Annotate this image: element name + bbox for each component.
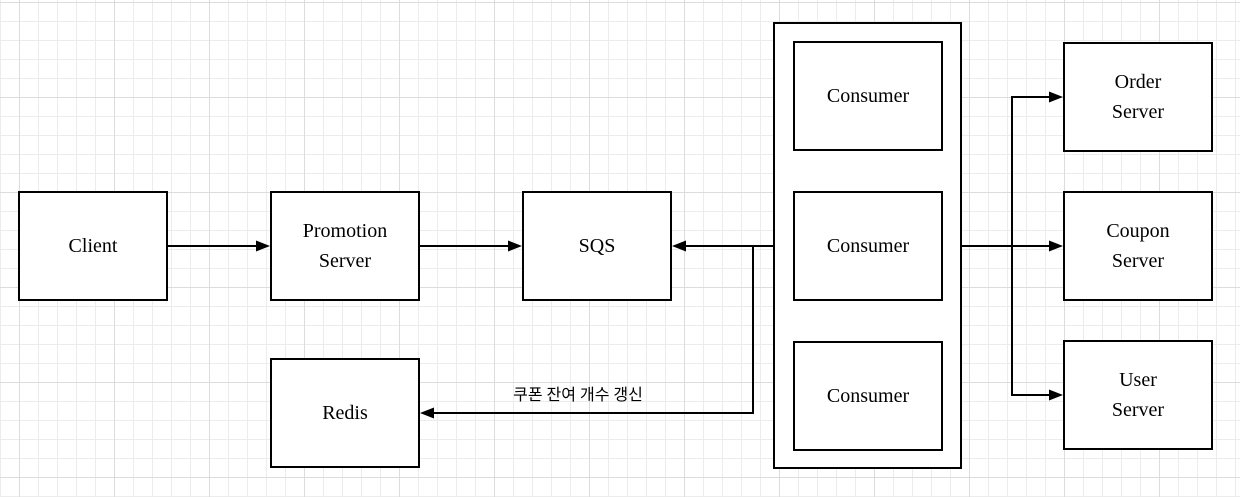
- node-client[interactable]: Client: [18, 191, 168, 301]
- node-consumer-1[interactable]: Consumer: [793, 41, 943, 151]
- node-consumer-3[interactable]: Consumer: [793, 341, 943, 451]
- node-promotion-server-label: Promotion Server: [302, 220, 388, 272]
- node-sqs-label: SQS: [578, 235, 616, 257]
- edge-client-to-promotion-server[interactable]: [168, 240, 270, 252]
- edge-consumer-group-to-order-server[interactable]: [1011, 91, 1063, 247]
- node-coupon-server[interactable]: Coupon Server: [1063, 191, 1213, 301]
- node-sqs[interactable]: SQS: [522, 191, 672, 301]
- edge-label-redis-update: 쿠폰 잔여 개수 갱신: [513, 387, 643, 404]
- node-consumer-1-label: Consumer: [826, 85, 910, 107]
- node-client-label: Client: [68, 235, 118, 257]
- node-coupon-server-label: Coupon Server: [1106, 220, 1170, 272]
- node-order-server[interactable]: Order Server: [1063, 42, 1213, 152]
- edge-consumer-group-to-redis[interactable]: [420, 246, 754, 419]
- node-user-server-label: User Server: [1111, 369, 1165, 421]
- node-consumer-2[interactable]: Consumer: [793, 191, 943, 301]
- edge-consumer-group-to-user-server[interactable]: [1011, 246, 1063, 401]
- node-order-server-label: Order Server: [1111, 71, 1165, 123]
- node-redis[interactable]: Redis: [270, 358, 420, 468]
- node-redis-label: Redis: [322, 402, 368, 424]
- edge-promotion-server-to-sqs[interactable]: [420, 240, 522, 252]
- node-promotion-server[interactable]: Promotion Server: [270, 191, 420, 301]
- node-consumer-2-label: Consumer: [826, 235, 910, 257]
- edge-consumer-group-to-sqs[interactable]: [672, 240, 773, 252]
- node-consumer-3-label: Consumer: [826, 385, 910, 407]
- edge-consumer-group-to-coupon-server[interactable]: [962, 240, 1063, 252]
- node-user-server[interactable]: User Server: [1063, 340, 1213, 450]
